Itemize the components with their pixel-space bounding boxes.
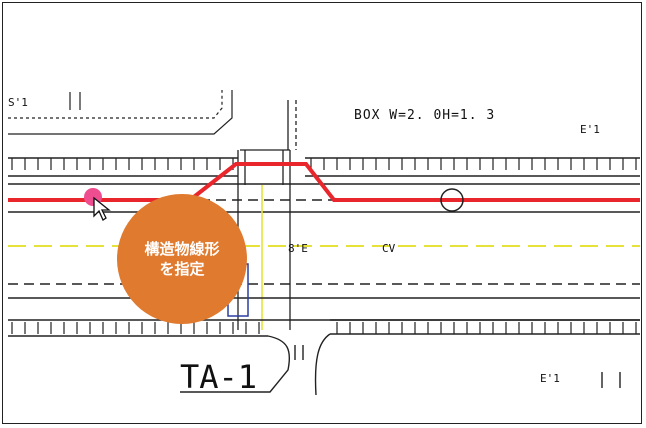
mark-bottom-right: E'1 xyxy=(540,372,560,385)
bottom-right-marks xyxy=(294,345,621,388)
instruction-callout: 構造物線形 を指定 xyxy=(117,194,247,324)
mark-top-left: S'1 xyxy=(8,96,28,109)
mark-top-right: E'1 xyxy=(580,123,600,136)
circle-marker xyxy=(440,188,464,212)
lower-rail-ticks xyxy=(11,322,637,334)
mouse-cursor-icon xyxy=(93,196,111,221)
upper-rail-ticks xyxy=(11,158,637,170)
mark-mid: 8'E xyxy=(288,242,308,255)
abutment-label: TA-1 xyxy=(180,358,257,396)
drawing-frame xyxy=(2,2,642,424)
box-culvert xyxy=(237,100,297,330)
box-label: BOX W=2. 0H=1. 3 xyxy=(354,108,495,123)
centerline-label: CV xyxy=(382,242,396,255)
callout-line-2: を指定 xyxy=(159,260,205,278)
lower-rail xyxy=(8,283,640,396)
top-left-structure xyxy=(8,90,233,135)
callout-line-1: 構造物線形 xyxy=(144,240,220,258)
